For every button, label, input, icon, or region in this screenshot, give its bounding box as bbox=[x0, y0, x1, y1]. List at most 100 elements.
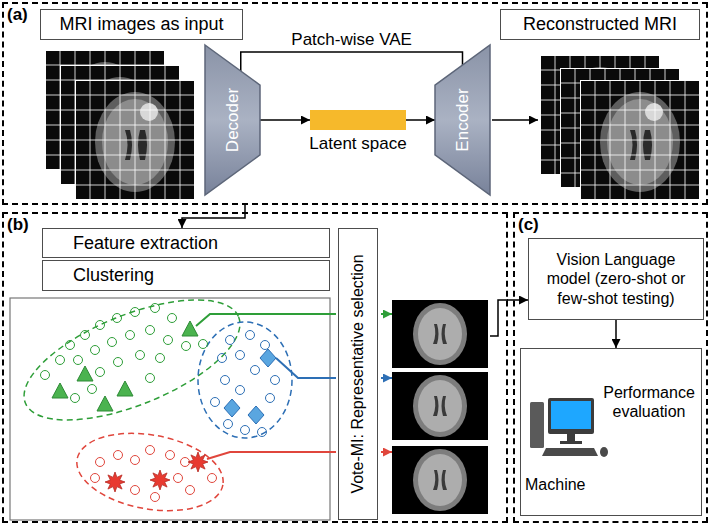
data-point bbox=[208, 474, 217, 483]
representative-triangle bbox=[97, 396, 113, 411]
data-point bbox=[258, 428, 267, 437]
representative-triangle bbox=[117, 381, 133, 396]
selection-arrow bbox=[381, 451, 392, 453]
data-point bbox=[113, 314, 122, 323]
data-point bbox=[241, 426, 250, 435]
data-point bbox=[166, 451, 175, 460]
mri-slice bbox=[75, 80, 195, 200]
data-point bbox=[266, 394, 275, 403]
block-label: Decoder bbox=[223, 88, 243, 152]
monitor-screen bbox=[551, 401, 591, 429]
vertical-label: Vote-MI: Representative selection bbox=[349, 254, 367, 493]
caption-box: MRI images as input bbox=[40, 9, 243, 40]
data-point bbox=[164, 336, 173, 345]
connector bbox=[615, 320, 617, 348]
data-point bbox=[271, 376, 280, 385]
data-point bbox=[131, 308, 140, 317]
connector bbox=[241, 52, 463, 71]
data-point bbox=[146, 374, 155, 383]
data-point bbox=[91, 346, 100, 355]
data-point bbox=[226, 336, 235, 345]
output-bracket bbox=[490, 300, 508, 336]
selected-mri bbox=[392, 446, 488, 514]
cluster-outline bbox=[9, 275, 256, 445]
data-point bbox=[186, 486, 195, 495]
monitor-frame bbox=[548, 398, 594, 434]
selected-mri bbox=[392, 372, 488, 440]
data-point bbox=[96, 458, 105, 467]
red-representatives bbox=[105, 452, 208, 492]
data-point bbox=[151, 304, 160, 313]
data-point bbox=[136, 351, 145, 360]
latent-bar-fill bbox=[310, 110, 406, 130]
box-label: Reconstructed MRI bbox=[523, 14, 677, 35]
data-point bbox=[236, 351, 245, 360]
panel-label: (a) bbox=[7, 5, 28, 25]
data-point bbox=[131, 486, 140, 495]
representative-diamond bbox=[248, 406, 264, 424]
data-point bbox=[81, 331, 90, 340]
data-point bbox=[182, 342, 191, 351]
green-points bbox=[41, 304, 208, 403]
data-point bbox=[251, 366, 260, 375]
blue-representatives bbox=[224, 349, 276, 424]
data-point bbox=[108, 338, 117, 347]
dashed-panel: (b) Feature extractionClustering Vote-MI: … bbox=[2, 212, 508, 523]
box-label: Vision Language model (zero-shot or few-… bbox=[535, 250, 697, 308]
latent-label: Latent space bbox=[309, 134, 406, 154]
selection-line bbox=[276, 358, 336, 378]
representative-star bbox=[188, 452, 208, 472]
connector bbox=[260, 119, 310, 121]
machine-label: Machine bbox=[525, 476, 585, 494]
mouse bbox=[600, 447, 608, 457]
connector-label: Patch-wise VAE bbox=[289, 30, 414, 50]
red-points bbox=[91, 446, 217, 502]
dashed-panel: (c) Vision Language model (zero-shot or f… bbox=[513, 212, 708, 523]
data-point bbox=[88, 385, 97, 394]
computer-icon bbox=[530, 398, 608, 457]
box-label: MRI images as input bbox=[59, 14, 223, 35]
data-point bbox=[41, 371, 50, 380]
panel-label: (b) bbox=[7, 215, 29, 235]
evaluation-box: Performance evaluationMachine bbox=[520, 348, 702, 516]
data-point bbox=[224, 420, 233, 429]
input-mri-stack bbox=[45, 50, 195, 200]
evaluation-label: Performance evaluation bbox=[599, 383, 699, 421]
mri-slice bbox=[580, 80, 700, 200]
output-arrow bbox=[492, 119, 538, 121]
representative-triangle bbox=[52, 383, 68, 398]
box-label: Clustering bbox=[73, 265, 154, 286]
data-point bbox=[74, 356, 83, 365]
step-box: Clustering bbox=[42, 260, 330, 291]
cluster-outline bbox=[198, 322, 292, 438]
connector bbox=[406, 119, 435, 121]
representative-triangle bbox=[182, 321, 198, 336]
data-point bbox=[71, 394, 80, 403]
trapezoid-outline bbox=[435, 45, 490, 195]
data-point bbox=[91, 474, 100, 483]
blue-points bbox=[211, 331, 280, 437]
data-point bbox=[221, 376, 230, 385]
selection-arrow bbox=[381, 313, 392, 315]
data-point bbox=[114, 358, 123, 367]
selection-box: Vote-MI: Representative selection bbox=[338, 228, 378, 520]
selection-line bbox=[207, 452, 336, 459]
caption-box: Reconstructed MRI bbox=[500, 9, 700, 40]
data-point bbox=[126, 331, 135, 340]
data-point bbox=[174, 474, 183, 483]
green-representatives bbox=[52, 321, 198, 411]
data-point bbox=[151, 493, 160, 502]
panel-label: (c) bbox=[518, 215, 539, 235]
data-point bbox=[131, 456, 140, 465]
representative-diamond bbox=[224, 399, 240, 417]
representative-triangle bbox=[77, 366, 93, 381]
data-point bbox=[261, 341, 270, 350]
monitor-base bbox=[560, 441, 582, 444]
step-box: Feature extraction bbox=[42, 228, 330, 258]
latent-bar: Latent space bbox=[310, 110, 406, 156]
trapezoid-outline bbox=[205, 45, 260, 195]
decoder-block: Decoder bbox=[205, 45, 260, 195]
cluster-outline bbox=[71, 423, 230, 522]
connector bbox=[507, 299, 528, 301]
selected-mri bbox=[392, 300, 488, 368]
